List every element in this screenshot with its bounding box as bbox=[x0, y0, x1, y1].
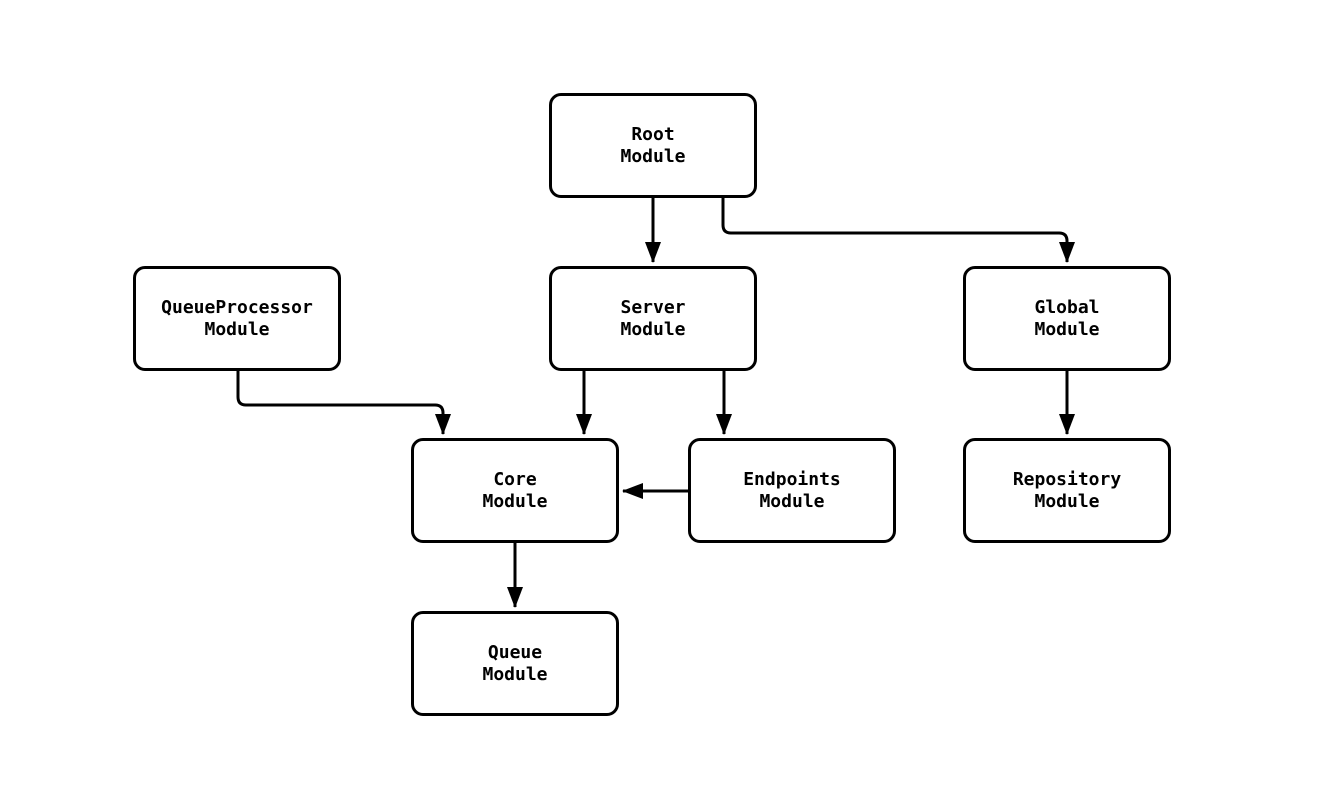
node-repository-module: Repository Module bbox=[963, 438, 1171, 543]
node-queue-module-label: Queue Module bbox=[482, 641, 548, 685]
node-root-module: Root Module bbox=[549, 93, 757, 198]
node-queue-module: Queue Module bbox=[411, 611, 619, 716]
node-root-module-label: Root Module bbox=[620, 123, 686, 167]
node-global-module-label: Global Module bbox=[1034, 296, 1100, 340]
node-repository-module-label: Repository Module bbox=[1012, 468, 1122, 512]
node-endpoints-module: Endpoints Module bbox=[688, 438, 896, 543]
node-endpoints-module-label: Endpoints Module bbox=[743, 468, 841, 512]
node-core-module-label: Core Module bbox=[482, 468, 548, 512]
node-server-module-label: Server Module bbox=[620, 296, 686, 340]
node-queueprocessor-module: QueueProcessor Module bbox=[133, 266, 341, 371]
node-queueprocessor-module-label: QueueProcessor Module bbox=[161, 296, 313, 340]
node-core-module: Core Module bbox=[411, 438, 619, 543]
node-global-module: Global Module bbox=[963, 266, 1171, 371]
edge-queueprocessor-to-core bbox=[236, 371, 451, 435]
edge-root-to-global bbox=[721, 198, 1075, 263]
node-server-module: Server Module bbox=[549, 266, 757, 371]
